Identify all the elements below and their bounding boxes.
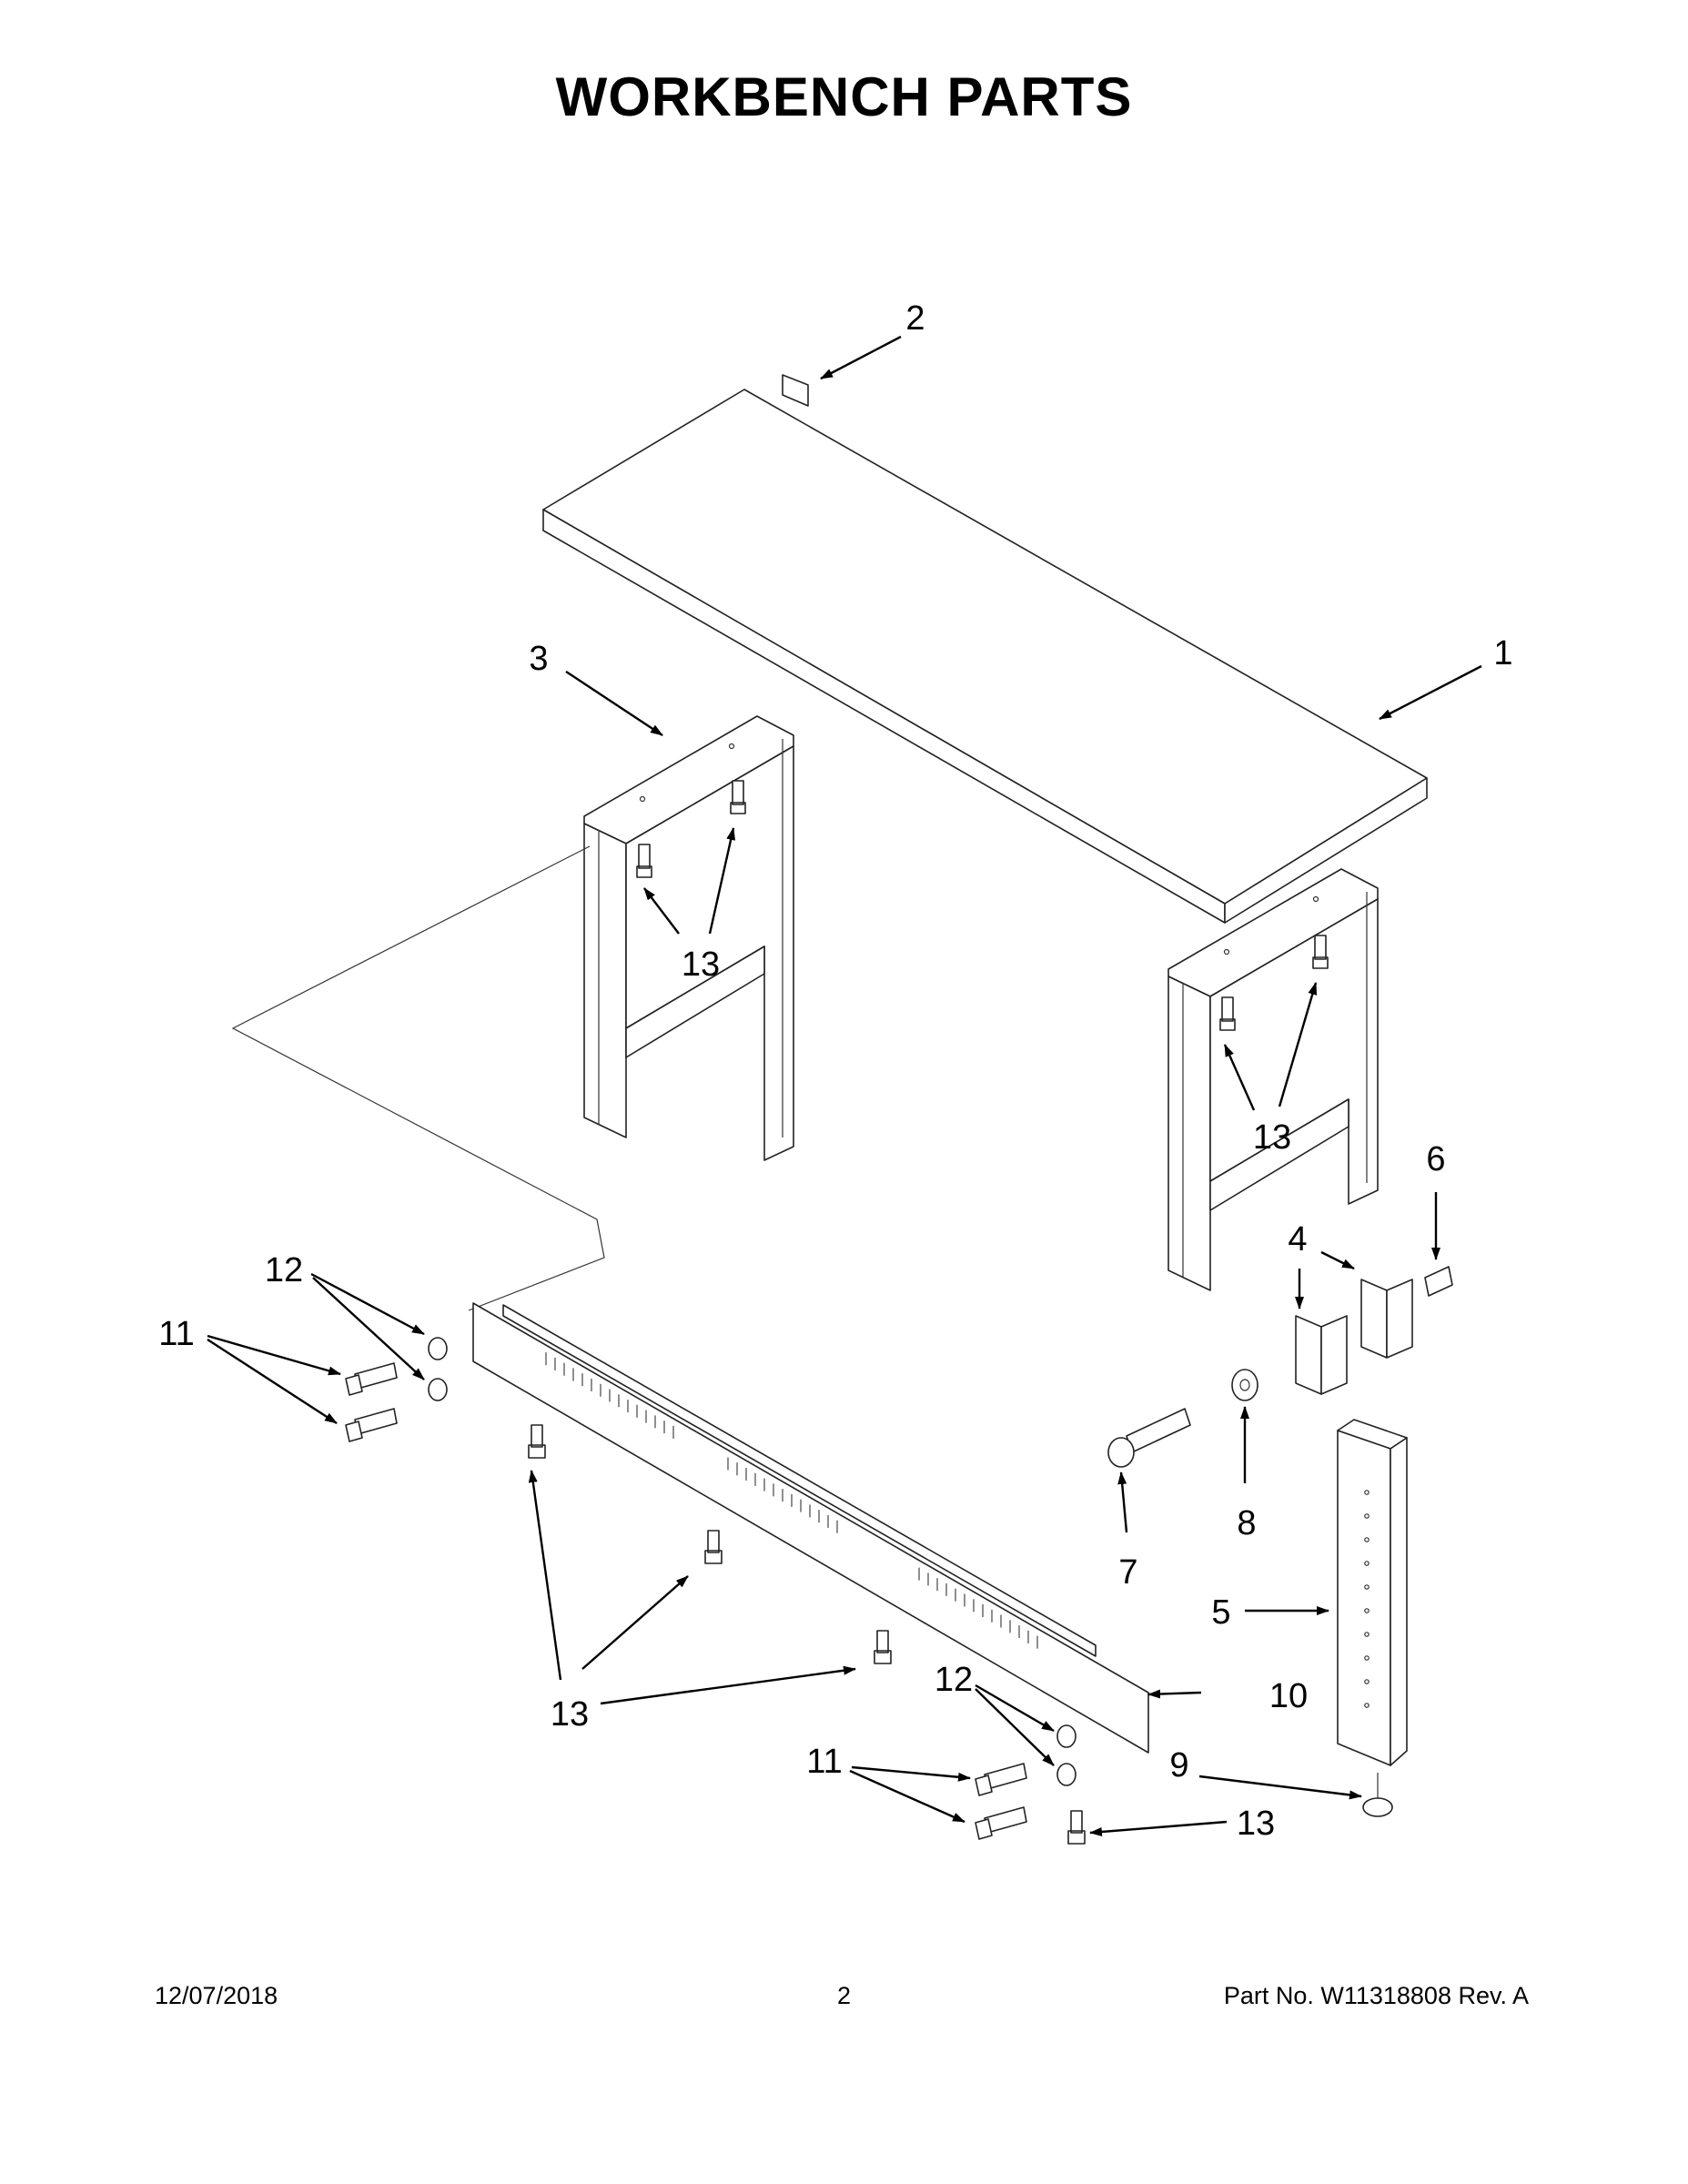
shelf-outline — [231, 845, 605, 1311]
leader-arrows — [207, 335, 1482, 1836]
page-title: WORKBENCH PARTS — [555, 66, 1133, 127]
rail-bolts — [528, 1424, 1086, 1845]
callout-2: 2 — [905, 299, 925, 338]
callout-3: 3 — [529, 640, 548, 678]
callout-12-left: 12 — [265, 1251, 303, 1289]
part-1-worktop — [542, 389, 1428, 924]
part-2-label — [782, 374, 809, 407]
leg-bolts — [636, 780, 1329, 1031]
footer-page-number: 2 — [836, 1982, 852, 2009]
part-6-knob — [1424, 1266, 1453, 1297]
callout-7: 7 — [1118, 1553, 1137, 1592]
part-3-leg-frame-left — [583, 715, 794, 1161]
callout-6: 6 — [1426, 1140, 1445, 1178]
callout-5: 5 — [1211, 1593, 1230, 1632]
part-7-bolt — [1107, 1408, 1191, 1468]
callout-1: 1 — [1493, 634, 1512, 672]
leg-frame-right — [1167, 868, 1379, 1291]
callout-13-left-leg: 13 — [682, 945, 720, 984]
callout-4: 4 — [1288, 1220, 1307, 1259]
callout-11-left: 11 — [158, 1315, 194, 1353]
part-10-back-rail — [472, 1302, 1149, 1754]
rail-right-hardware — [975, 1724, 1076, 1840]
callout-labels: 2 1 3 13 13 6 4 12 11 8 7 5 13 12 10 11 … — [158, 299, 1512, 1843]
callout-10: 10 — [1269, 1677, 1308, 1715]
rail-left-hardware — [345, 1337, 448, 1442]
callout-8: 8 — [1237, 1504, 1256, 1542]
part-5-leveler-tube — [1337, 1419, 1408, 1766]
callout-13-rail: 13 — [551, 1695, 589, 1734]
callout-11-right: 11 — [806, 1743, 842, 1781]
footer-part-number: Part No. W11318808 Rev. A — [1223, 1982, 1529, 2009]
footer-date: 12/07/2018 — [155, 1982, 278, 2009]
callout-13-right-leg: 13 — [1253, 1118, 1291, 1157]
part-8-washer — [1231, 1369, 1258, 1401]
part-9-foot — [1362, 1773, 1393, 1817]
callout-13-bottom: 13 — [1237, 1805, 1275, 1843]
part-4-brackets — [1295, 1279, 1413, 1395]
callout-9: 9 — [1169, 1746, 1188, 1785]
callout-12-right: 12 — [935, 1661, 973, 1699]
